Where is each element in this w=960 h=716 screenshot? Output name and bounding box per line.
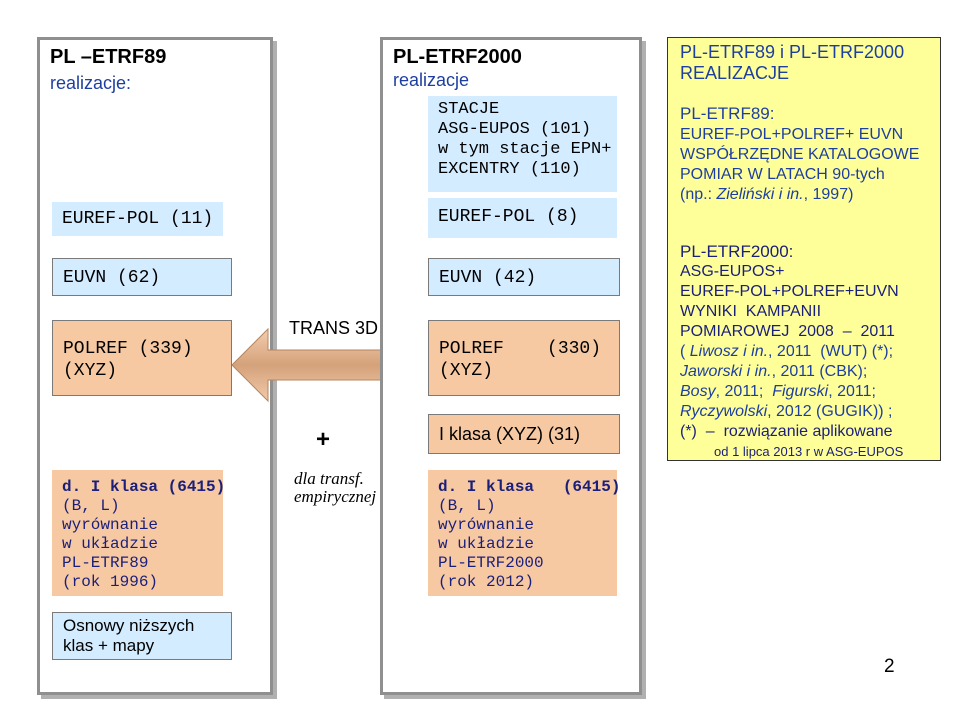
middle-dklasa-line-3: wyrównanie [438, 516, 535, 534]
left-osnowy-line-1: Osnowy niższych [63, 616, 195, 635]
left-dklasa-line-1: d. I klasa (6415) [62, 478, 226, 496]
plus-sign: + [316, 426, 331, 453]
etrf89-line-3: POMIAR W LATACH 90-tych [680, 166, 885, 183]
middle-dklasa-line-5: PL-ETRF2000 [438, 554, 544, 572]
etrf2000-ref-1-author: Liwosz i in. [689, 343, 769, 360]
etrf2000-ref-3: Bosy, 2011; Figurski, 2011; [680, 382, 903, 402]
left-polref-label: POLREF (339) [63, 339, 193, 359]
left-euvn-label: EUVN (62) [63, 268, 161, 288]
left-column-subtitle: realizacje: [50, 73, 132, 93]
middle-dklasa-line-2: (B, L) [438, 497, 496, 515]
middle-dklasa-line-1: d. I klasa (6415) [438, 478, 621, 496]
etrf2000-title: PL-ETRF2000: [680, 242, 794, 261]
middle-polref-xyz: (XYZ) [439, 361, 494, 381]
left-polref-box: POLREF (339) (XYZ) [52, 320, 232, 396]
empirical-note-line-1: dla transf. [294, 469, 364, 488]
middle-euref-pol-box: EUREF-POL (8) [428, 198, 617, 238]
etrf2000-ref-1: ( Liwosz i in., 2011 (WUT) (*); [680, 342, 903, 362]
etrf89-line-2: WSPÓŁRZĘDNE KATALOGOWE [680, 146, 920, 163]
middle-polref-label: POLREF (330) [439, 339, 602, 359]
left-column-title: PL –ETRF89 [50, 46, 167, 68]
left-euref-pol-box: EUREF-POL (11) [52, 202, 223, 236]
left-dklasa-line-5: PL-ETRF89 [62, 554, 149, 572]
etrf2000-line-3: WYNIKI KAMPANII [680, 303, 822, 320]
etrf2000-line-1: ASG-EUPOS+ [680, 263, 785, 280]
middle-column-subtitle: realizacje [393, 70, 470, 90]
etrf2000-section: PL-ETRF2000: ASG-EUPOS+ EUREF-POL+POLREF… [680, 242, 903, 462]
middle-stacje-line-3: w tym stacje EPN+ [438, 140, 612, 159]
middle-klasa-label: I klasa (XYZ) (31) [439, 424, 581, 444]
left-osnowy-line-2: klas + mapy [63, 636, 155, 655]
middle-dklasa-line-6: (rok 2012) [438, 573, 535, 591]
etrf2000-note-1: (*) – rozwiązanie aplikowane [680, 423, 893, 440]
middle-klasa-box: I klasa (XYZ) (31) [428, 414, 620, 454]
middle-stacje-line-1: STACJE [438, 100, 500, 119]
middle-dklasa-line-4: w układzie [438, 535, 535, 553]
etrf2000-ref-2-author: Jaworski i in. [680, 363, 772, 380]
left-euvn-box: EUVN (62) [52, 258, 232, 296]
middle-column-title: PL-ETRF2000 [393, 46, 522, 68]
left-osnowy-box: Osnowy niższych klas + mapy [52, 612, 232, 660]
double-arrow-icon [232, 327, 428, 403]
empirical-note-line-2: empirycznej [294, 487, 377, 506]
left-dklasa-line-6: (rok 1996) [62, 573, 159, 591]
etrf2000-line-4: POMIAROWEJ 2008 – 2011 [680, 323, 895, 340]
etrf2000-ref-4-a: Ryczywolski [680, 403, 768, 420]
left-euref-pol-label: EUREF-POL (11) [62, 209, 214, 229]
etrf89-line-1: EUREF-POL+POLREF+ EUVN [680, 126, 904, 143]
right-column-panel [667, 37, 941, 461]
left-dklasa-line-4: w układzie [62, 535, 159, 553]
left-dklasa-line-2: (B, L) [62, 497, 120, 515]
etrf89-ref-rest: , 1997) [803, 186, 854, 203]
etrf2000-line-2: EUREF-POL+POLREF+EUVN [680, 283, 899, 300]
etrf2000-ref-1-rest: , 2011 (WUT) (*); [768, 343, 894, 360]
right-header-line-1: PL-ETRF89 i PL-ETRF2000 [680, 42, 905, 62]
middle-polref-box: POLREF (330) (XYZ) [428, 320, 620, 396]
left-dklasa-box: d. I klasa (6415) (B, L) wyrównanie w uk… [52, 470, 226, 596]
etrf2000-ref-3-d: , 2011; [828, 383, 876, 400]
middle-euvn-label: EUVN (42) [439, 268, 537, 288]
left-polref-xyz: (XYZ) [63, 361, 118, 381]
middle-stacje-line-4: EXCENTRY (110) [438, 160, 581, 179]
middle-stacje-line-2: ASG-EUPOS (101) [438, 120, 592, 139]
etrf2000-note-2: od 1 lipca 2013 r w ASG-EUPOS [714, 444, 904, 459]
etrf89-reference: (np.: Zieliński i in., 1997) [680, 185, 919, 205]
etrf89-title: PL-ETRF89: [680, 104, 775, 123]
etrf2000-ref-3-b: , 2011; [715, 383, 773, 400]
page-number: 2 [884, 656, 895, 677]
etrf2000-ref-4-b: , 2012 (GUGIK)) ; [767, 403, 893, 420]
middle-stacje-box: STACJE ASG-EUPOS (101) w tym stacje EPN+… [428, 96, 617, 192]
trans-3d-label: TRANS 3D [289, 318, 379, 338]
etrf2000-ref-2-rest: , 2011 (CBK); [771, 363, 868, 380]
left-dklasa-line-3: wyrównanie [62, 516, 159, 534]
etrf89-ref-author: Zieliński i in. [716, 186, 804, 203]
empirical-transform-note: dla transf. empirycznej [294, 470, 376, 506]
middle-euvn-box: EUVN (42) [428, 258, 620, 296]
etrf89-section: PL-ETRF89: EUREF-POL+POLREF+ EUVN WSPÓŁR… [680, 104, 919, 205]
right-header-line-2: REALIZACJE [680, 63, 790, 83]
etrf2000-ref-2: Jaworski i in., 2011 (CBK); [680, 362, 903, 382]
right-header: PL-ETRF89 i PL-ETRF2000 REALIZACJE [680, 42, 904, 84]
etrf2000-ref-3-a: Bosy [680, 383, 716, 400]
etrf89-ref-open: (np.: [680, 186, 717, 203]
etrf2000-ref-4: Ryczywolski, 2012 (GUGIK)) ; [680, 402, 903, 422]
middle-euref-pol-label: EUREF-POL (8) [438, 207, 579, 227]
middle-dklasa-box: d. I klasa (6415) (B, L) wyrównanie w uk… [428, 470, 621, 596]
etrf2000-ref-1-open: ( [680, 343, 690, 360]
etrf2000-ref-3-c: Figurski [772, 383, 829, 400]
